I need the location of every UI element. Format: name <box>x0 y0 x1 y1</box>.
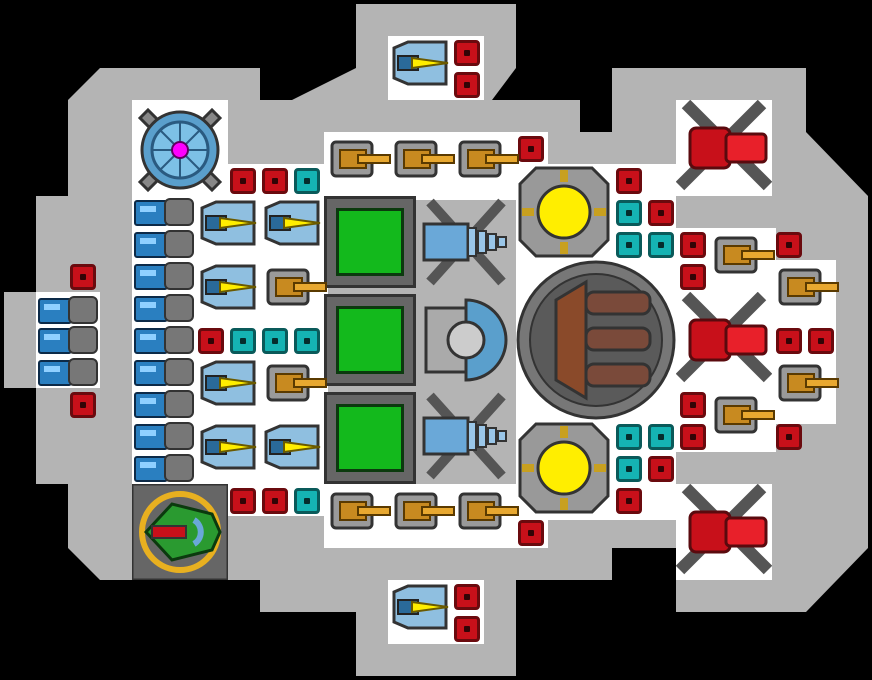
cyan-module-icon[interactable] <box>646 232 676 258</box>
laser-gun-icon[interactable] <box>260 200 324 246</box>
autocannon-icon[interactable] <box>328 488 392 534</box>
red-module-icon[interactable] <box>260 488 290 514</box>
main-cannon-turret-icon[interactable] <box>516 260 676 420</box>
autocannon-icon[interactable] <box>328 136 392 182</box>
cyan-module-icon[interactable] <box>614 456 644 482</box>
cyan-module-icon[interactable] <box>646 424 676 450</box>
armor-plate-1[interactable] <box>324 196 416 288</box>
laser-gun-icon[interactable] <box>196 424 260 470</box>
battery-icon[interactable] <box>134 262 196 290</box>
reactor-icon-bottom[interactable] <box>516 420 612 516</box>
laser-gun-icon[interactable] <box>196 264 260 310</box>
red-module-icon[interactable] <box>614 488 644 514</box>
red-module-icon[interactable] <box>452 40 482 66</box>
battery-icon[interactable] <box>134 390 196 418</box>
drill-icon-top[interactable] <box>420 198 512 286</box>
red-module-icon[interactable] <box>646 456 676 482</box>
battery-icon[interactable] <box>134 230 196 258</box>
red-module-icon[interactable] <box>678 232 708 258</box>
red-module-icon[interactable] <box>678 424 708 450</box>
autocannon-icon[interactable] <box>392 488 456 534</box>
shield-generator-icon[interactable] <box>134 104 226 196</box>
red-module-icon[interactable] <box>678 264 708 290</box>
red-module-icon[interactable] <box>68 392 98 418</box>
red-module-icon[interactable] <box>68 264 98 290</box>
dome-module-icon[interactable] <box>420 294 512 386</box>
autocannon-icon[interactable] <box>264 360 328 406</box>
cyan-module-icon[interactable] <box>614 232 644 258</box>
red-module-icon[interactable] <box>614 168 644 194</box>
missile-launcher-icon[interactable] <box>675 291 773 388</box>
missile-launcher-icon[interactable] <box>675 99 773 196</box>
battery-icon[interactable] <box>38 326 100 354</box>
cyan-module-icon[interactable] <box>292 328 322 354</box>
cyan-module-icon[interactable] <box>292 168 322 194</box>
laser-gun-icon[interactable] <box>388 584 452 630</box>
red-module-icon[interactable] <box>452 72 482 98</box>
laser-gun-icon[interactable] <box>388 40 452 86</box>
cyan-module-icon[interactable] <box>260 328 290 354</box>
autocannon-icon[interactable] <box>776 360 840 406</box>
red-module-icon[interactable] <box>260 168 290 194</box>
red-module-icon[interactable] <box>452 584 482 610</box>
autocannon-icon[interactable] <box>264 264 328 310</box>
laser-gun-icon[interactable] <box>196 200 260 246</box>
autocannon-icon[interactable] <box>456 136 520 182</box>
autocannon-icon[interactable] <box>712 392 776 438</box>
battery-icon[interactable] <box>134 454 196 482</box>
reactor-icon-top[interactable] <box>516 164 612 260</box>
red-module-icon[interactable] <box>774 424 804 450</box>
autocannon-icon[interactable] <box>776 264 840 310</box>
laser-gun-icon[interactable] <box>196 360 260 406</box>
red-module-icon[interactable] <box>774 232 804 258</box>
laser-gun-icon[interactable] <box>260 424 324 470</box>
armor-plate-2[interactable] <box>324 294 416 386</box>
cyan-module-icon[interactable] <box>292 488 322 514</box>
red-module-icon[interactable] <box>678 392 708 418</box>
autocannon-icon[interactable] <box>456 488 520 534</box>
battery-icon[interactable] <box>38 296 100 324</box>
red-module-icon[interactable] <box>774 328 804 354</box>
red-module-icon[interactable] <box>516 136 546 162</box>
battery-icon[interactable] <box>38 358 100 386</box>
battery-icon[interactable] <box>134 358 196 386</box>
cyan-module-icon[interactable] <box>228 328 258 354</box>
drill-icon-bottom[interactable] <box>420 392 512 480</box>
cyan-module-icon[interactable] <box>614 200 644 226</box>
red-module-icon[interactable] <box>806 328 836 354</box>
red-module-icon[interactable] <box>452 616 482 642</box>
red-module-icon[interactable] <box>516 520 546 546</box>
battery-icon[interactable] <box>134 198 196 226</box>
armor-plate-3[interactable] <box>324 392 416 484</box>
battery-icon[interactable] <box>134 326 196 354</box>
autocannon-icon[interactable] <box>392 136 456 182</box>
red-module-icon[interactable] <box>646 200 676 226</box>
missile-launcher-icon[interactable] <box>675 483 773 580</box>
battery-icon[interactable] <box>134 294 196 322</box>
fighter-drone-icon[interactable] <box>132 484 228 580</box>
red-module-icon[interactable] <box>196 328 226 354</box>
cyan-module-icon[interactable] <box>614 424 644 450</box>
red-module-icon[interactable] <box>228 488 258 514</box>
autocannon-icon[interactable] <box>712 232 776 278</box>
red-module-icon[interactable] <box>228 168 258 194</box>
battery-icon[interactable] <box>134 422 196 450</box>
